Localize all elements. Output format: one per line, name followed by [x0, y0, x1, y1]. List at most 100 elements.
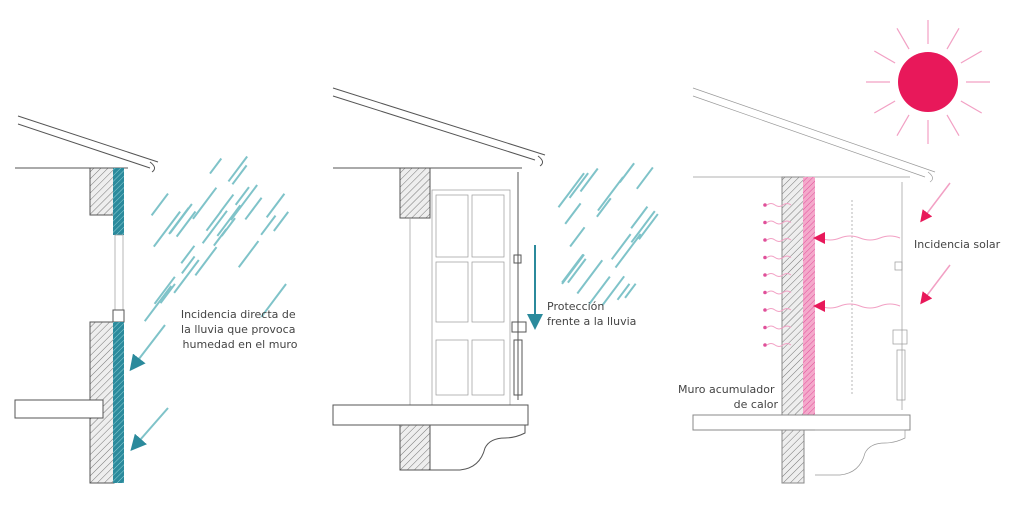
- rain-streak: [618, 162, 635, 184]
- rain-streak: [579, 167, 599, 193]
- rain-streak: [180, 245, 196, 264]
- window-frame: [409, 189, 511, 406]
- rain-streak: [181, 255, 196, 274]
- rain-streak: [173, 259, 200, 294]
- rain-streak: [260, 215, 277, 236]
- arrow-icon: [920, 264, 951, 305]
- panel-rain-protection: Protección frente a la lluvia: [332, 87, 659, 471]
- arrow-icon: [920, 182, 951, 223]
- rain-streak: [230, 184, 258, 221]
- sun-ray: [960, 50, 982, 64]
- rain-streak: [273, 211, 290, 232]
- arrow-icon: [813, 232, 825, 244]
- floor-slab: [14, 399, 104, 419]
- rain-streak: [576, 259, 604, 295]
- sun-icon: [866, 20, 990, 144]
- heat-wave: [766, 203, 792, 207]
- rain-streak: [192, 187, 218, 220]
- window-frame: [851, 182, 908, 410]
- rain-protection-label: Protección frente a la lluvia: [547, 300, 636, 328]
- wall-upper: [89, 167, 115, 216]
- shutter: [511, 172, 527, 400]
- roof: [692, 87, 936, 183]
- rain-streak: [616, 283, 631, 301]
- rain-streak: [567, 258, 587, 284]
- heat-wave: [766, 325, 792, 330]
- rain-streak: [231, 164, 248, 185]
- rain-streak: [601, 275, 625, 306]
- panel-rain-direct: Incidencia directa de la lluvia que prov…: [14, 115, 299, 484]
- heat-dot: [763, 220, 767, 225]
- sun-ray: [960, 100, 982, 114]
- rain-streak: [159, 283, 176, 304]
- heat-wave: [766, 238, 792, 242]
- wet-wall-upper: [113, 168, 124, 235]
- rain-streak: [219, 193, 235, 213]
- rain-streak: [614, 233, 642, 269]
- rain-icon: [557, 162, 659, 306]
- rain-streak: [588, 275, 611, 305]
- sun-ray: [896, 114, 910, 136]
- heat-dot: [763, 290, 767, 295]
- sun-ray: [874, 50, 896, 64]
- rain-streak: [216, 204, 242, 237]
- heat-dot: [763, 343, 767, 347]
- heat-dot: [763, 273, 767, 277]
- heat-dot: [763, 325, 767, 330]
- wall-upper: [399, 167, 431, 219]
- arrow-icon: [813, 300, 825, 312]
- rain-streak: [201, 210, 228, 244]
- heat-wave: [766, 255, 792, 260]
- rain-icon: [143, 155, 290, 322]
- rain-incidence-label: Incidencia directa de la lluvia que prov…: [181, 308, 299, 351]
- rain-streak: [630, 210, 656, 243]
- heat-dot: [763, 308, 767, 312]
- rain-streak: [234, 186, 250, 206]
- rain-streak: [205, 210, 223, 232]
- rain-streak: [143, 285, 173, 322]
- rain-streak: [265, 193, 286, 218]
- wall-lower: [399, 421, 431, 471]
- rain-streak: [209, 157, 223, 175]
- solar-incidence-label: Incidencia solar: [914, 238, 1001, 251]
- heat-wall-label: Muro acumulador de calor: [678, 383, 778, 411]
- heat-radiation: [763, 203, 792, 347]
- rain-streak: [227, 155, 248, 183]
- heat-wave: [766, 308, 792, 312]
- wet-wall-lower: [113, 322, 124, 483]
- rain-streak: [597, 176, 624, 212]
- heat-wave: [766, 290, 792, 295]
- rain-streak: [244, 197, 263, 221]
- heated-wall-layer: [803, 177, 815, 415]
- heat-dot: [763, 255, 767, 260]
- heat-wave: [766, 273, 792, 277]
- heat-wave: [766, 220, 792, 225]
- heat-dot: [763, 238, 767, 242]
- solar-rays-through-window: [813, 232, 901, 312]
- rain-streak: [150, 192, 169, 217]
- panel-solar: Incidencia solar Muro acumulador de calo…: [678, 20, 1001, 484]
- rain-streak: [237, 240, 260, 268]
- rain-streak: [610, 233, 632, 260]
- rain-streak: [175, 210, 197, 238]
- rain-streak: [260, 283, 287, 318]
- rain-streak: [169, 203, 193, 234]
- rain-streak: [153, 276, 176, 305]
- rain-streak: [220, 217, 236, 237]
- arrow-icon: [130, 407, 169, 452]
- rain-streak: [568, 172, 589, 199]
- rain-streak: [153, 211, 181, 248]
- rain-streak: [561, 253, 585, 284]
- floor-slab: [692, 414, 911, 431]
- sun-ray: [946, 114, 960, 136]
- heat-dot: [763, 203, 767, 207]
- rain-streak: [569, 226, 586, 248]
- rain-streak: [557, 172, 585, 208]
- roof: [17, 115, 159, 173]
- heat-storage-wall: [781, 176, 805, 484]
- rain-streak: [564, 202, 582, 225]
- rain-streak: [194, 246, 218, 276]
- floor-slab: [332, 404, 529, 426]
- arrow-icon: [129, 324, 166, 372]
